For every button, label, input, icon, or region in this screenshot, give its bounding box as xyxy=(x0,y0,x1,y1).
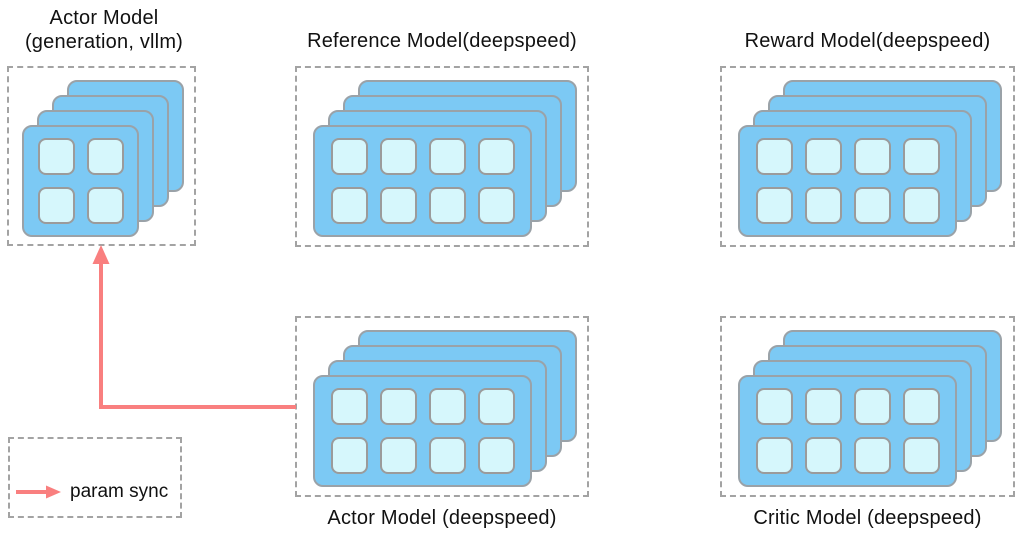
gpu-chip xyxy=(755,437,793,474)
gpu-chip xyxy=(902,437,940,474)
reference-model-box xyxy=(295,66,589,247)
gpu-chip xyxy=(379,187,417,224)
gpu-chip xyxy=(902,388,940,425)
gpu-chip xyxy=(330,187,368,224)
gpu-chip xyxy=(804,437,842,474)
actor-vllm-title-line1: Actor Model xyxy=(49,7,159,29)
group-critic-model: Critic Model (deepspeed) xyxy=(720,316,1015,546)
gpu-chip xyxy=(804,388,842,425)
gpu-chip xyxy=(804,187,842,224)
reference-model-title: Reference Model(deepspeed) xyxy=(307,30,577,52)
gpu-chip xyxy=(853,138,891,175)
gpu-chip xyxy=(428,388,466,425)
gpu-chip xyxy=(428,437,466,474)
gpu-chip xyxy=(853,187,891,224)
legend-row: param sync xyxy=(14,481,168,503)
group-actor-vllm: Actor Model (generation, vllm) xyxy=(0,0,210,250)
gpu-chip xyxy=(755,388,793,425)
legend-label: param sync xyxy=(70,481,169,502)
gpu-chip xyxy=(477,437,515,474)
critic-model-box xyxy=(720,316,1015,497)
actor-deepspeed-gpu-stack xyxy=(299,320,585,493)
gpu-card xyxy=(738,125,957,237)
gpu-chip xyxy=(379,388,417,425)
gpu-card xyxy=(313,375,532,487)
actor-deepspeed-box xyxy=(295,316,589,497)
reward-model-title: Reward Model(deepspeed) xyxy=(744,30,991,52)
gpu-chip xyxy=(330,437,368,474)
gpu-chip xyxy=(477,187,515,224)
gpu-chip xyxy=(330,138,368,175)
gpu-chip xyxy=(37,187,75,224)
gpu-chip xyxy=(477,138,515,175)
gpu-chip xyxy=(86,187,124,224)
group-reference-model: Reference Model(deepspeed) xyxy=(295,0,589,250)
gpu-chip xyxy=(477,388,515,425)
group-reward-model: Reward Model(deepspeed) xyxy=(720,0,1015,250)
gpu-chip xyxy=(755,138,793,175)
reward-model-gpu-stack xyxy=(724,70,1011,243)
gpu-chip xyxy=(853,388,891,425)
gpu-chip xyxy=(428,187,466,224)
gpu-card xyxy=(22,125,139,237)
gpu-chip xyxy=(379,437,417,474)
gpu-chip xyxy=(86,138,124,175)
gpu-chip xyxy=(755,187,793,224)
actor-deepspeed-title: Actor Model (deepspeed) xyxy=(327,507,557,529)
actor-vllm-title-line2: (generation, vllm) xyxy=(24,31,184,53)
param-sync-arrow-icon xyxy=(16,485,61,499)
gpu-chip xyxy=(330,388,368,425)
gpu-card xyxy=(738,375,957,487)
gpu-chip xyxy=(37,138,75,175)
actor-vllm-title: Actor Model (generation, vllm) xyxy=(4,6,204,54)
reference-model-gpu-stack xyxy=(299,70,585,243)
critic-model-gpu-stack xyxy=(724,320,1011,493)
gpu-chip xyxy=(902,138,940,175)
critic-model-title: Critic Model (deepspeed) xyxy=(753,507,982,529)
legend: param sync xyxy=(8,437,182,518)
gpu-chip xyxy=(428,138,466,175)
gpu-chip xyxy=(804,138,842,175)
gpu-chip xyxy=(902,187,940,224)
actor-vllm-box xyxy=(7,66,196,246)
reward-model-box xyxy=(720,66,1015,247)
legend-box xyxy=(8,437,182,518)
gpu-chip xyxy=(379,138,417,175)
gpu-chip xyxy=(853,437,891,474)
gpu-card xyxy=(313,125,532,237)
actor-vllm-gpu-stack xyxy=(11,70,192,242)
group-actor-deepspeed: Actor Model (deepspeed) xyxy=(295,316,589,546)
